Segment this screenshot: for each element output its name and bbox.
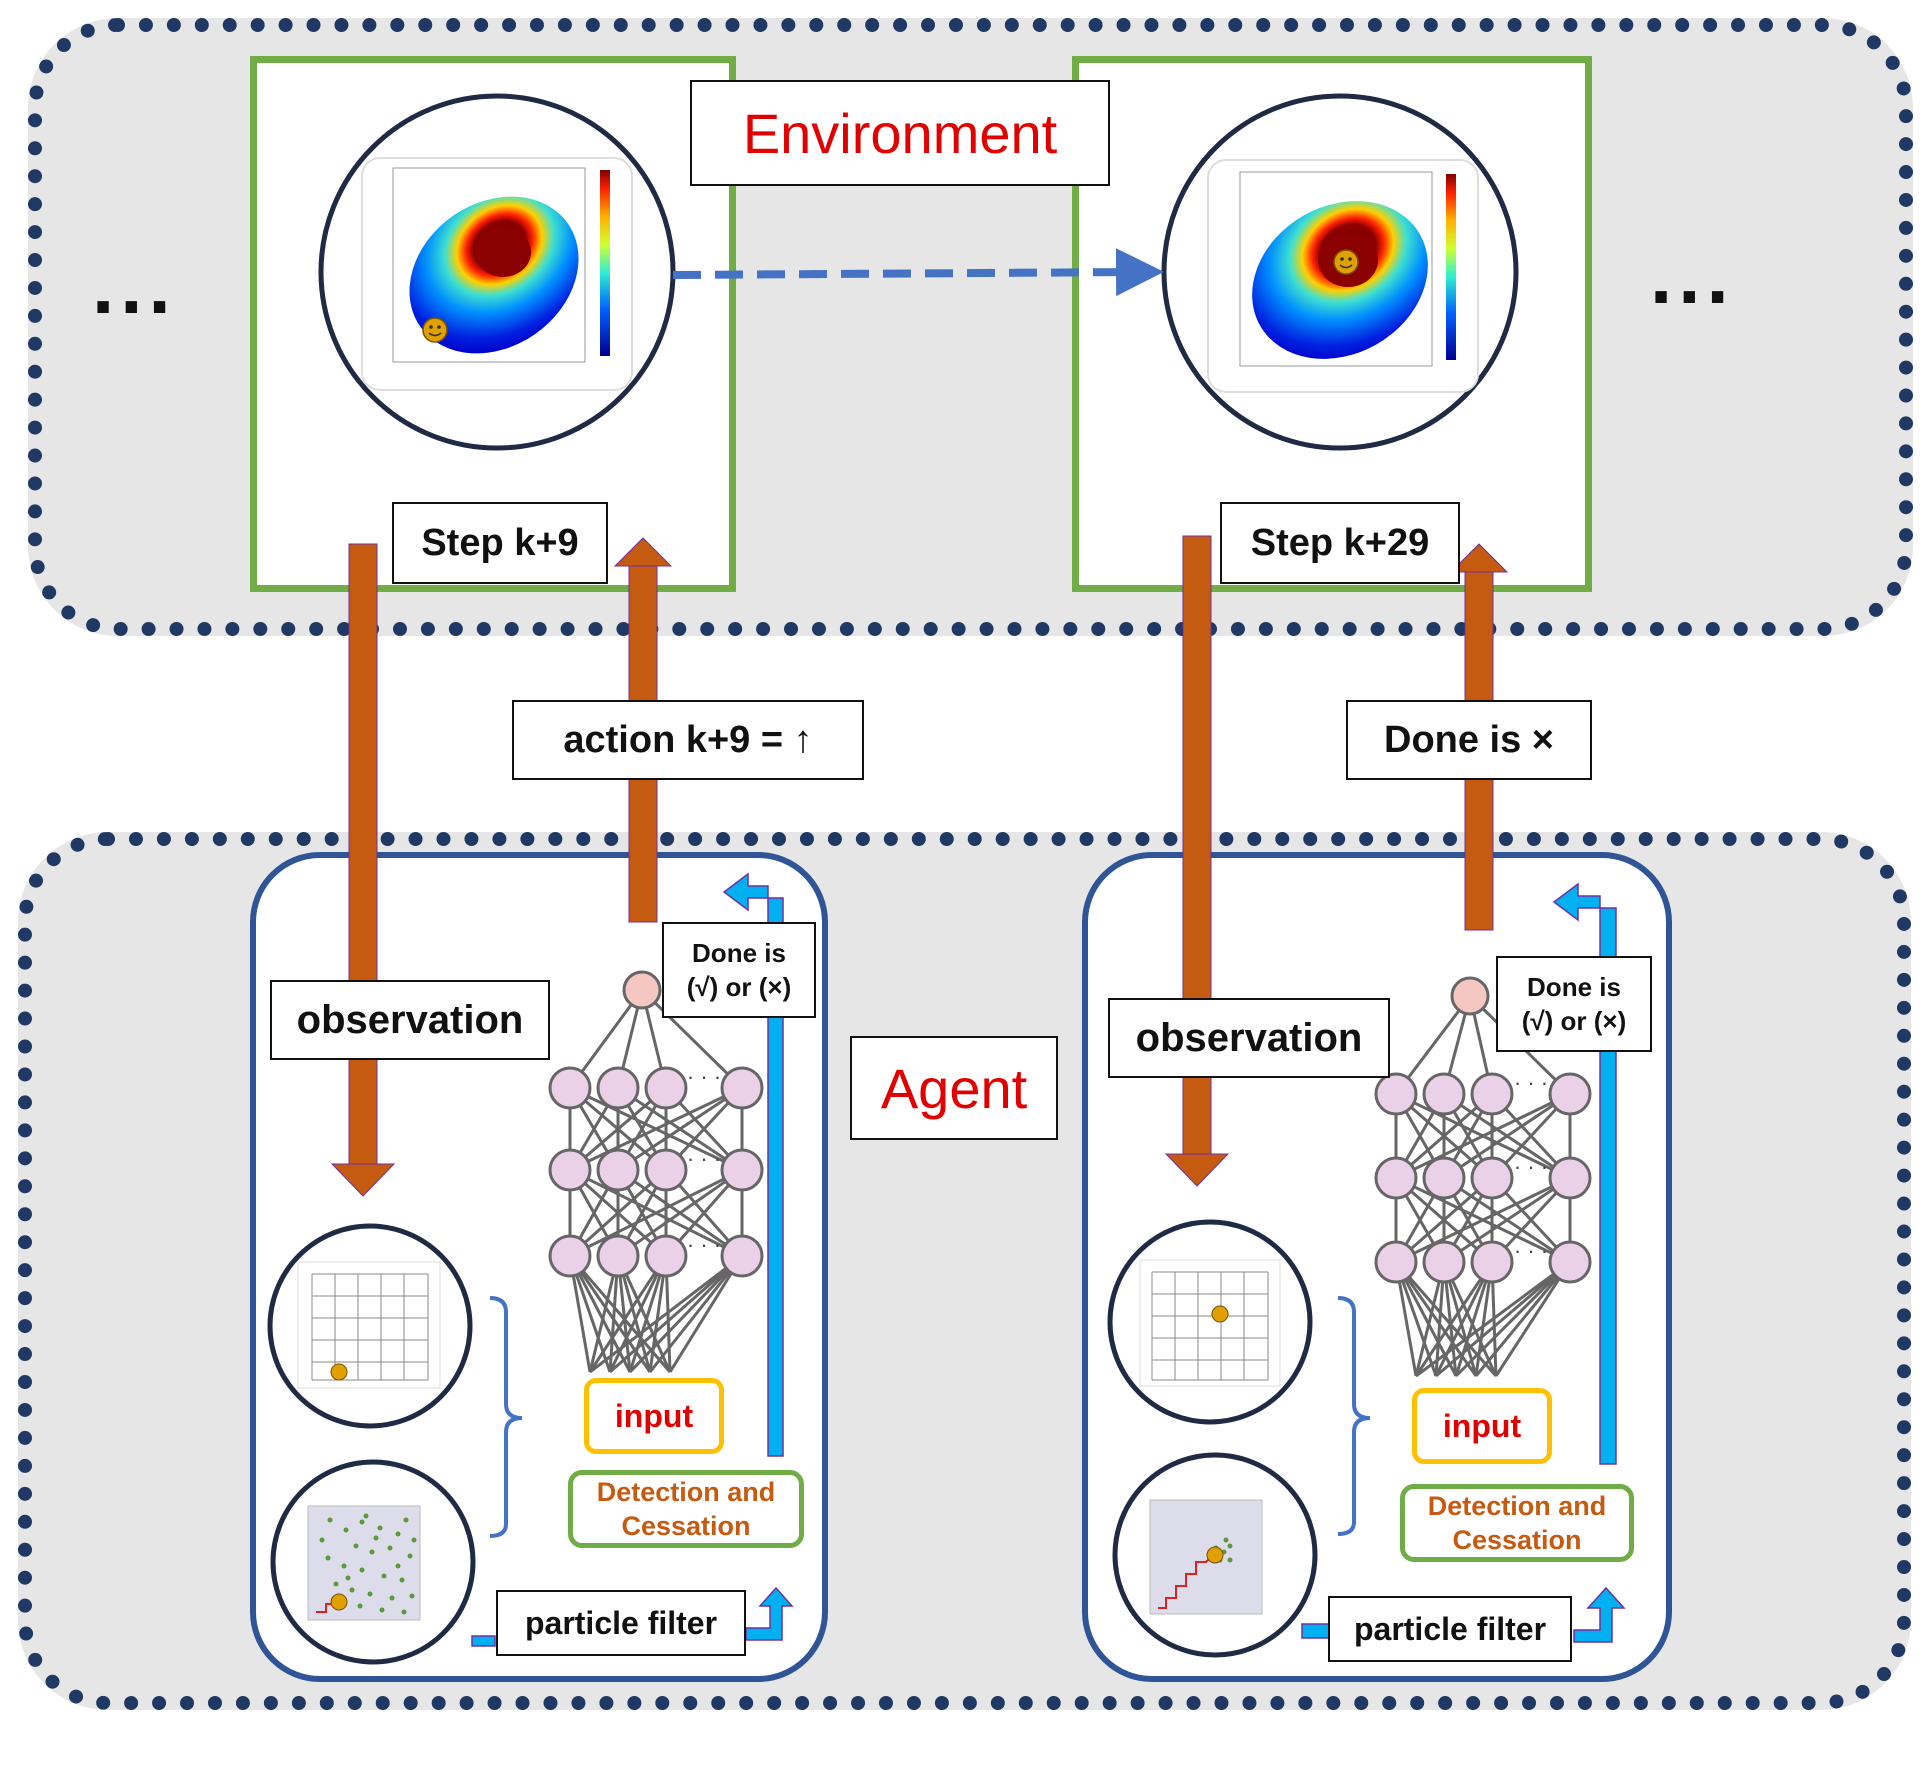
input-box-left: input	[584, 1378, 724, 1454]
done-status-box-right: Done is (√) or (×)	[1496, 956, 1652, 1052]
action-label: action k+9 = ↑	[512, 700, 864, 780]
step-label-right: Step k+29	[1220, 502, 1460, 584]
network-ellipsis: · · ·	[687, 1064, 721, 1089]
network-node	[1548, 1072, 1592, 1116]
observation-arrow-right	[1164, 535, 1230, 1187]
network-ellipsis: · · ·	[687, 1146, 721, 1171]
network-node	[1470, 1156, 1514, 1200]
observation-label-right: observation	[1108, 998, 1390, 1078]
grid-map-right	[1107, 1219, 1313, 1425]
ellipsis-icon: ...	[92, 241, 177, 330]
bracket-right	[1337, 1296, 1371, 1536]
done-status-line2: (√) or (×)	[1521, 1006, 1627, 1036]
done-status-line2: (√) or (×)	[686, 972, 792, 1002]
env-plot-right	[1161, 93, 1519, 451]
network-node	[548, 1234, 592, 1278]
network-node	[720, 1148, 764, 1192]
input-box-right: input	[1412, 1388, 1552, 1464]
smiley-face-icon	[1333, 249, 1359, 275]
network-ellipsis: · · ·	[1514, 1070, 1548, 1095]
network-node	[548, 1148, 592, 1192]
smiley-face-icon	[422, 317, 448, 343]
agent-label: Agent	[850, 1036, 1058, 1140]
grid-map-left	[267, 1223, 473, 1429]
output-node	[1450, 976, 1490, 1016]
particle-plot-right	[1112, 1452, 1318, 1658]
network-ellipsis: · · ·	[1514, 1154, 1548, 1179]
neural-network-left: · · · · · · · · ·	[548, 970, 764, 1374]
done-status-box-left: Done is (√) or (×)	[662, 922, 816, 1018]
done-status-line1: Done is	[1527, 972, 1621, 1002]
environment-label: Environment	[690, 80, 1110, 186]
step-label-left: Step k+9	[392, 502, 608, 584]
done-status-line1: Done is	[692, 938, 786, 968]
detection-cessation-box-left: Detection and Cessation	[568, 1470, 804, 1548]
observation-arrow-left	[330, 543, 396, 1197]
feedback-arrow-left	[471, 872, 794, 1647]
particle-filter-label-right: particle filter	[1328, 1596, 1572, 1662]
detection-line2: Cessation	[621, 1511, 751, 1541]
network-node	[1470, 1240, 1514, 1284]
network-node	[596, 1148, 640, 1192]
env-plot-left	[318, 93, 676, 451]
network-node	[720, 1066, 764, 1110]
network-ellipsis: · · ·	[687, 1232, 721, 1257]
network-node	[548, 1066, 592, 1110]
observation-label-left: observation	[270, 980, 550, 1060]
network-node	[1548, 1240, 1592, 1284]
detection-line1: Detection and	[596, 1477, 776, 1507]
network-node	[644, 1148, 688, 1192]
network-node	[596, 1066, 640, 1110]
network-node	[1470, 1072, 1514, 1116]
done-label: Done is ×	[1346, 700, 1592, 780]
network-node	[1374, 1072, 1418, 1116]
network-node	[1422, 1072, 1466, 1116]
output-node	[622, 970, 662, 1010]
detection-cessation-box-right: Detection and Cessation	[1400, 1484, 1634, 1562]
network-node	[720, 1234, 764, 1278]
network-node	[644, 1066, 688, 1110]
network-node	[1422, 1240, 1466, 1284]
particle-plot-left	[270, 1459, 476, 1665]
network-node	[644, 1234, 688, 1278]
network-node	[1548, 1156, 1592, 1200]
bracket-left	[489, 1296, 523, 1538]
transition-arrow	[672, 248, 1164, 297]
network-node	[1374, 1240, 1418, 1284]
ellipsis-icon: ...	[1650, 231, 1735, 320]
network-node	[1422, 1156, 1466, 1200]
detection-line2: Cessation	[1452, 1525, 1582, 1555]
detection-line1: Detection and	[1427, 1491, 1607, 1521]
neural-network-right: · · · · · · · · ·	[1374, 976, 1592, 1378]
network-ellipsis: · · ·	[1514, 1238, 1548, 1263]
network-node	[1374, 1156, 1418, 1200]
network-node	[596, 1234, 640, 1278]
particle-filter-label-left: particle filter	[496, 1590, 746, 1656]
